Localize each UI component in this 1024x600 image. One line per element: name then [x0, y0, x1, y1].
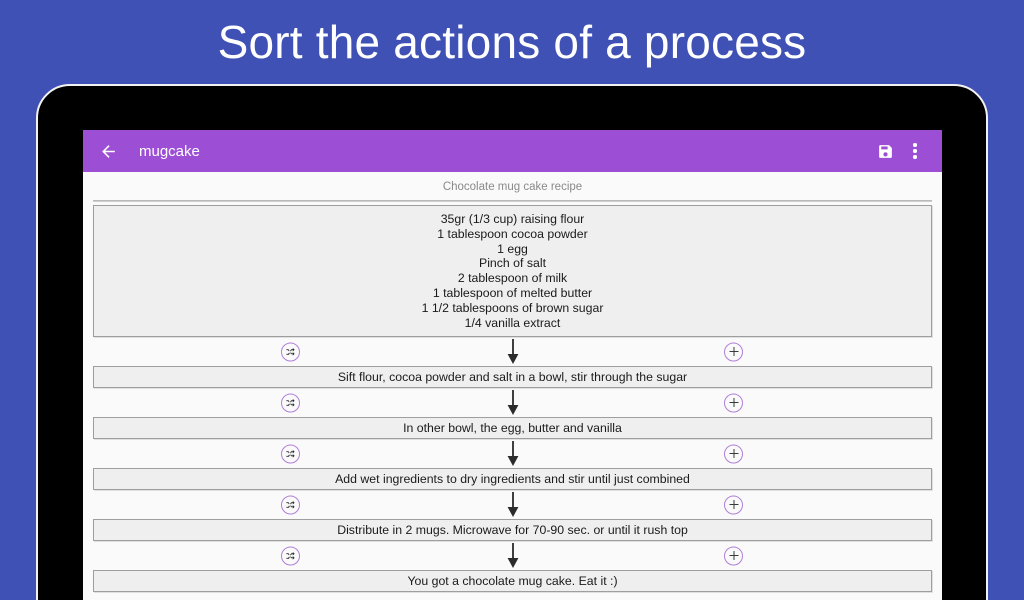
recipe-title: Chocolate mug cake recipe	[442, 181, 583, 193]
kebab-dots	[913, 143, 917, 159]
shuffle-icon[interactable]	[281, 444, 300, 464]
connector-row	[93, 337, 932, 366]
connector-row	[93, 388, 932, 417]
down-arrow-icon	[507, 542, 519, 569]
tablet-screen: mugcake Chocolate mug cake recipe 35gr (…	[83, 130, 942, 600]
ingredient-line: 1/4 vanilla extract	[464, 315, 561, 330]
recipe-content: Chocolate mug cake recipe 35gr (1/3 cup)…	[83, 172, 942, 600]
down-arrow-icon	[507, 338, 519, 365]
ingredient-line: Pinch of salt	[479, 256, 546, 271]
shuffle-icon[interactable]	[281, 393, 300, 413]
shuffle-icon[interactable]	[281, 342, 300, 362]
ingredient-line: 1 tablespoon cocoa powder	[437, 226, 588, 241]
app-bar-title: mugcake	[139, 142, 200, 160]
ingredient-line: 1 tablespoon of melted butter	[432, 285, 593, 300]
ingredient-line: 2 tablespoon of milk	[457, 271, 568, 286]
connector-row	[93, 541, 932, 570]
add-plus-icon[interactable]	[724, 342, 743, 362]
step-text: Distribute in 2 mugs. Microwave for 70-9…	[337, 523, 688, 538]
title-divider	[93, 200, 932, 202]
app-bar: mugcake	[83, 130, 942, 172]
add-plus-icon[interactable]	[724, 444, 743, 464]
step-text: Add wet ingredients to dry ingredients a…	[335, 472, 690, 487]
connector-row	[93, 490, 932, 519]
ingredient-line: 1 egg	[497, 241, 528, 256]
promo-headline: Sort the actions of a process	[217, 16, 807, 68]
save-floppy-icon[interactable]	[870, 136, 900, 166]
add-plus-icon[interactable]	[724, 393, 743, 413]
add-plus-icon[interactable]	[724, 546, 743, 566]
overflow-menu-icon[interactable]	[900, 136, 930, 166]
ingredients-box[interactable]: 35gr (1/3 cup) raising flour 1 tablespoo…	[93, 205, 932, 338]
add-plus-icon[interactable]	[724, 495, 743, 515]
step-row[interactable]: In other bowl, the egg, butter and vanil…	[93, 417, 932, 440]
connector-row	[93, 439, 932, 468]
ingredient-line: 1 1/2 tablespoons of brown sugar	[421, 300, 604, 315]
shuffle-icon[interactable]	[281, 495, 300, 515]
step-row[interactable]: You got a chocolate mug cake. Eat it :)	[93, 570, 932, 593]
step-text: In other bowl, the egg, butter and vanil…	[403, 421, 622, 436]
step-row[interactable]: Add wet ingredients to dry ingredients a…	[93, 468, 932, 491]
step-row[interactable]: Distribute in 2 mugs. Microwave for 70-9…	[93, 519, 932, 542]
down-arrow-icon	[507, 440, 519, 467]
step-text: Sift flour, cocoa powder and salt in a b…	[337, 370, 688, 385]
step-text: You got a chocolate mug cake. Eat it :)	[407, 574, 618, 589]
down-arrow-icon	[507, 491, 519, 518]
tablet-device-frame: mugcake Chocolate mug cake recipe 35gr (…	[36, 84, 988, 600]
back-arrow-icon[interactable]	[93, 136, 123, 166]
shuffle-icon[interactable]	[281, 546, 300, 566]
down-arrow-icon	[507, 389, 519, 416]
step-row[interactable]: Sift flour, cocoa powder and salt in a b…	[93, 366, 932, 389]
ingredient-line: 35gr (1/3 cup) raising flour	[440, 212, 585, 226]
